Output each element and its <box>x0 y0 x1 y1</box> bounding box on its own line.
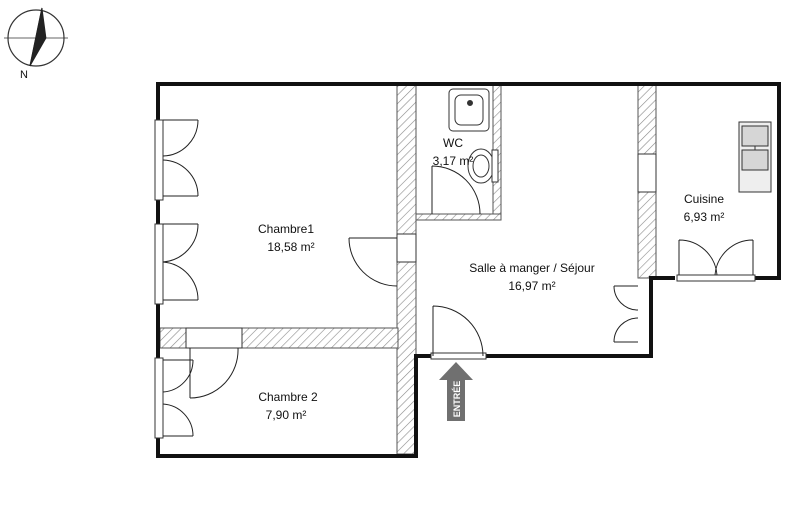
room-chambre1: Chambre1 18,58 m² <box>258 222 315 254</box>
kitchen-sink-icon <box>738 121 772 193</box>
exterior-walls <box>156 82 781 458</box>
room-area: 16,97 m² <box>508 279 555 293</box>
room-name: Chambre1 <box>258 222 314 236</box>
room-area: 6,93 m² <box>684 210 725 224</box>
entry-arrow-icon <box>439 362 473 421</box>
compass: N <box>4 7 68 81</box>
interior-walls <box>159 83 657 455</box>
entry-marker: ENTRÉE <box>439 362 473 421</box>
door-swings <box>162 119 754 437</box>
room-name: Cuisine <box>684 192 724 206</box>
room-name: Chambre 2 <box>258 390 318 404</box>
room-wc: WC 3,17 m² <box>433 136 474 168</box>
room-cuisine: Cuisine 6,93 m² <box>684 192 725 224</box>
entry-label: ENTRÉE <box>452 381 462 418</box>
room-area: 3,17 m² <box>433 154 474 168</box>
room-sejour: Salle à manger / Séjour 16,97 m² <box>469 261 594 293</box>
room-name: Salle à manger / Séjour <box>469 261 594 275</box>
compass-north-label: N <box>20 69 28 81</box>
room-area: 18,58 m² <box>267 240 314 254</box>
windows <box>154 119 756 439</box>
room-area: 7,90 m² <box>266 408 307 422</box>
washbasin-icon <box>448 88 490 132</box>
wc-fixtures <box>448 88 499 184</box>
room-name: WC <box>443 136 463 150</box>
room-chambre2: Chambre 2 7,90 m² <box>258 390 318 422</box>
